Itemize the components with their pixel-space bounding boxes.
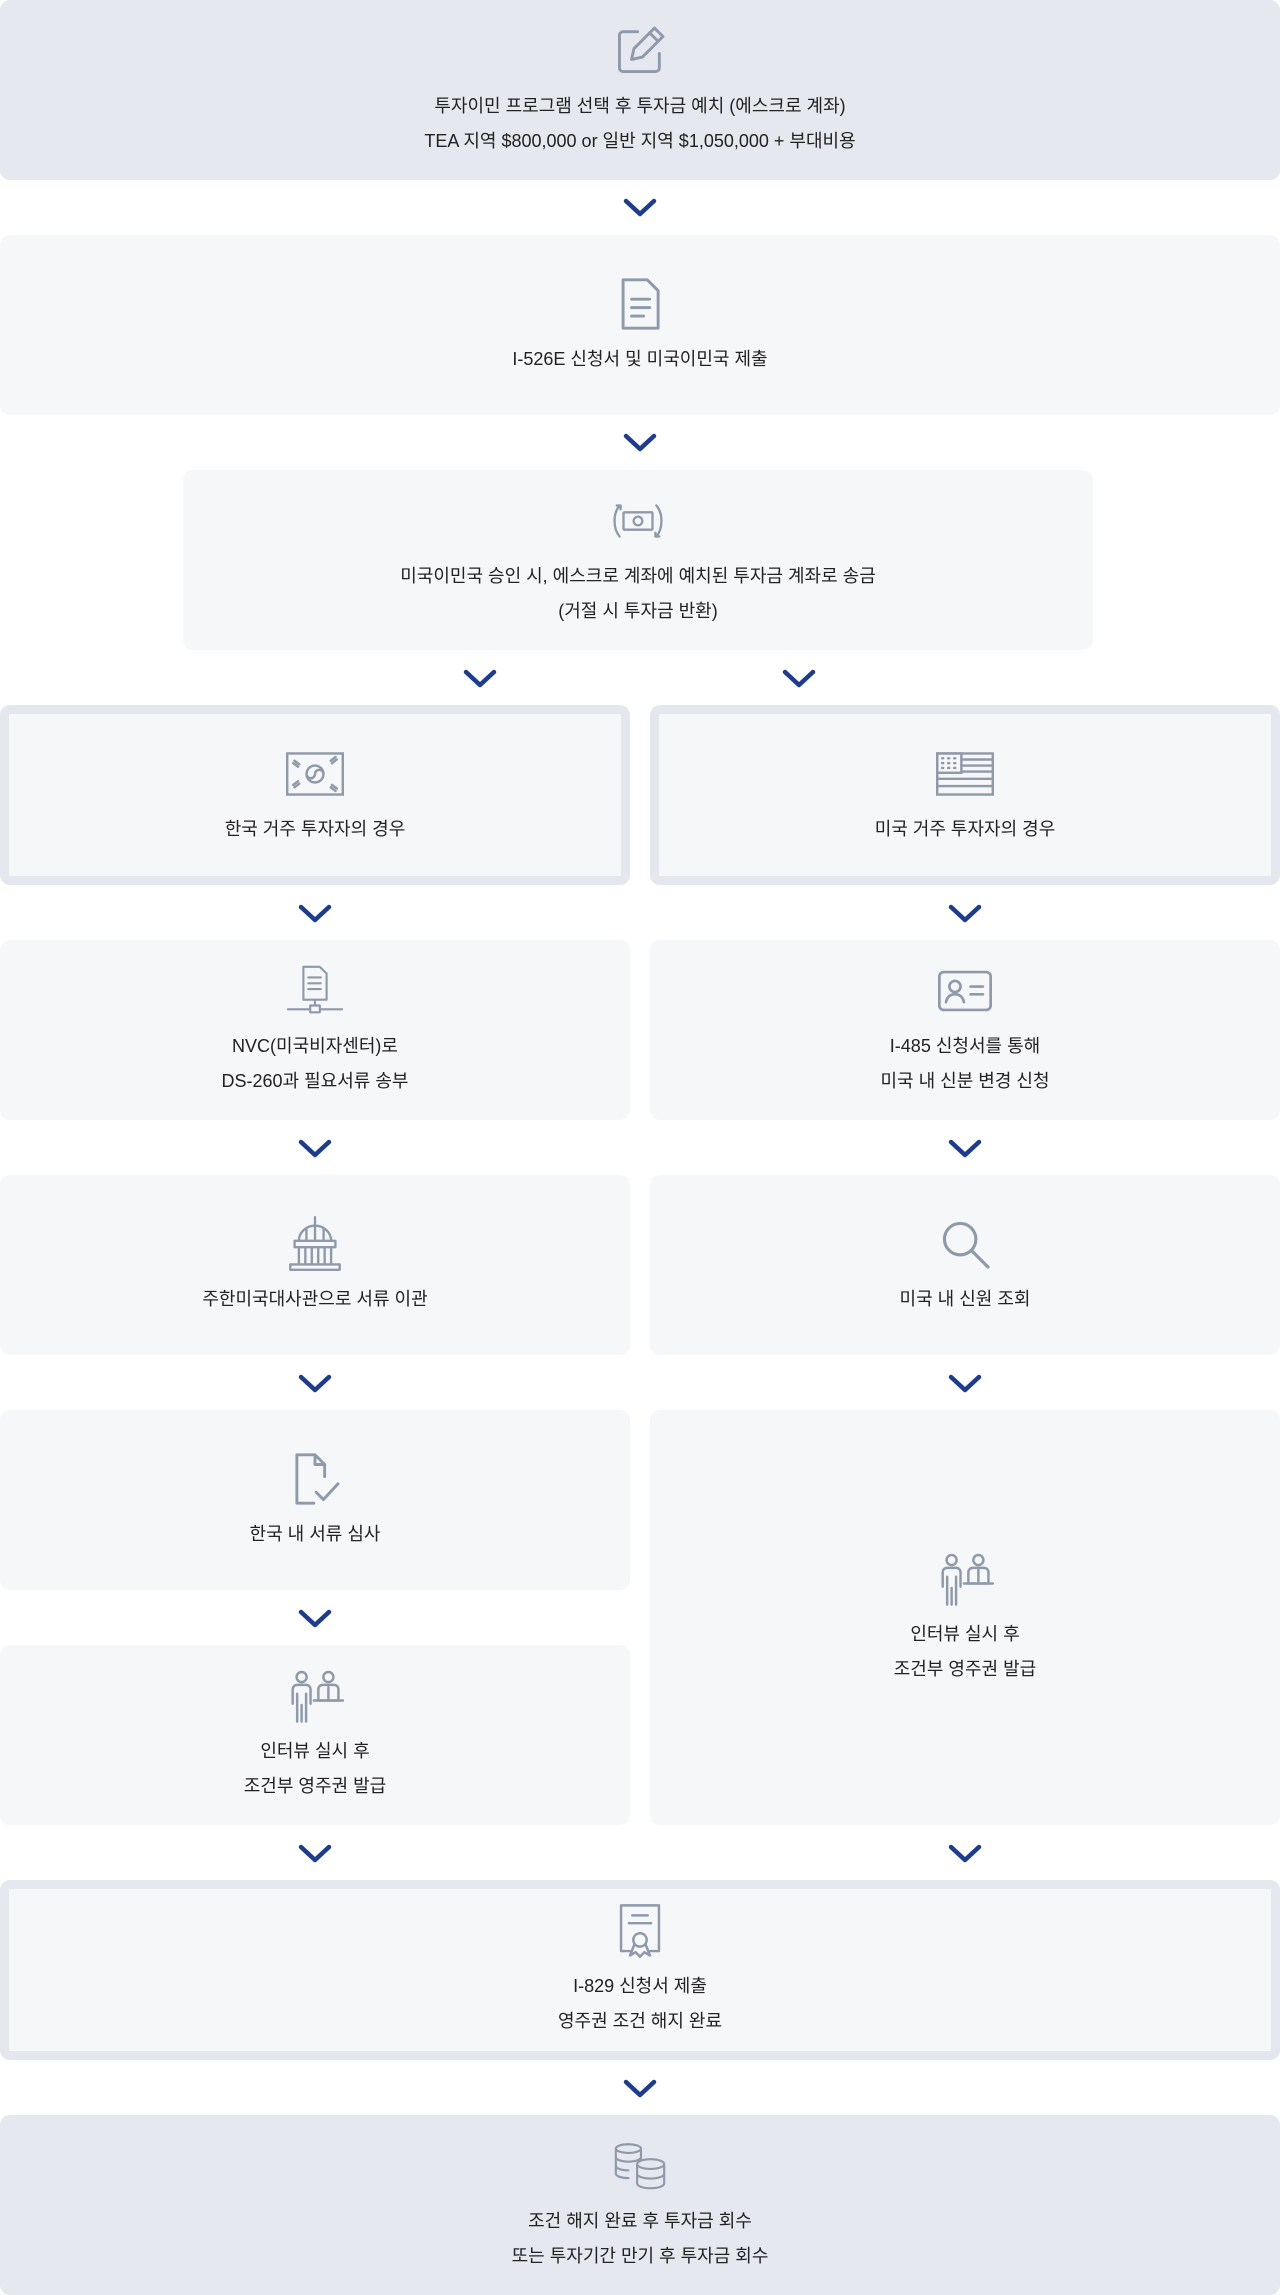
step-recovery-line1: 조건 해지 완료 후 투자금 회수 [528,2211,752,2231]
step-deposit-line1: 투자이민 프로그램 선택 후 투자금 예치 (에스크로 계좌) [434,96,846,116]
arrow-down-icon [622,431,658,455]
arrow-down-icon [462,667,498,691]
arrow-down-icon [947,1842,983,1866]
step-background-check-line1: 미국 내 신원 조회 [899,1288,1031,1309]
step-background-check: 미국 내 신원 조회 [650,1175,1280,1355]
certificate-icon [610,1901,670,1961]
step-interview-kr: 인터뷰 실시 후 조건부 영주권 발급 [0,1645,630,1825]
step-embassy: 주한미국대사관으로 서류 이관 [0,1175,630,1355]
arrow-down-icon [947,902,983,926]
branch-korea-resident-label: 한국 거주 투자자의 경우 [224,818,406,839]
branch-us-resident-label: 미국 거주 투자자의 경우 [874,818,1056,839]
interview-icon [285,1666,345,1726]
arrow-down-icon [297,1607,333,1631]
arrow-down-icon [947,1137,983,1161]
step-interview-us: 인터뷰 실시 후 조건부 영주권 발급 [650,1410,1280,1825]
step-i829: I-829 신청서 제출 영주권 조건 해지 완료 [0,1880,1280,2060]
step-deposit-line2: TEA 지역 $800,000 or 일반 지역 $1,050,000 + 부대… [424,131,856,151]
branch-korea-resident: 한국 거주 투자자의 경우 [0,705,630,885]
embassy-icon [285,1214,345,1274]
step-approval-line2: (거절 시 투자금 반환) [558,601,718,621]
step-interview-kr-line2: 조건부 영주권 발급 [243,1776,387,1796]
arrow-down-icon [297,1372,333,1396]
money-transfer-icon [608,491,668,551]
id-card-icon [935,961,995,1021]
step-nvc: NVC(미국비자센터)로 DS-260과 필요서류 송부 [0,940,630,1120]
step-i526e: I-526E 신청서 및 미국이민국 제출 [0,235,1280,415]
step-interview-kr-line1: 인터뷰 실시 후 [260,1741,370,1761]
step-recovery: 조건 해지 완료 후 투자금 회수 또는 투자기간 만기 후 투자금 회수 [0,2115,1280,2295]
branch-us-resident: 미국 거주 투자자의 경우 [650,705,1280,885]
step-recovery-line2: 또는 투자기간 만기 후 투자금 회수 [511,2246,769,2266]
interview-icon [935,1549,995,1609]
step-i526e-line1: I-526E 신청서 및 미국이민국 제출 [512,348,768,369]
step-i829-line2: 영주권 조건 해지 완료 [557,2011,723,2031]
step-nvc-line2: DS-260과 필요서류 송부 [221,1071,409,1091]
document-icon [610,274,670,334]
arrow-down-icon [297,1137,333,1161]
step-doc-review: 한국 내 서류 심사 [0,1410,630,1590]
step-i829-line1: I-829 신청서 제출 [573,1976,707,1996]
step-i485-line1: I-485 신청서를 통해 [889,1036,1041,1056]
arrow-down-icon [622,196,658,220]
arrow-down-icon [947,1372,983,1396]
arrow-down-icon [297,902,333,926]
us-flag-icon [935,744,995,804]
arrow-down-icon [781,667,817,691]
step-interview-us-line2: 조건부 영주권 발급 [893,1658,1037,1679]
edit-icon [610,21,670,81]
arrow-down-icon [297,1842,333,1866]
document-check-icon [285,1449,345,1509]
step-interview-us-line1: 인터뷰 실시 후 [910,1623,1020,1644]
step-doc-review-line1: 한국 내 서류 심사 [249,1523,381,1544]
step-approval: 미국이민국 승인 시, 에스크로 계좌에 예치된 투자금 계좌로 송금 (거절 … [183,470,1093,650]
step-nvc-line1: NVC(미국비자센터)로 [232,1036,398,1056]
korea-flag-icon [285,744,345,804]
arrow-down-icon [622,2077,658,2101]
step-embassy-line1: 주한미국대사관으로 서류 이관 [202,1288,428,1309]
search-icon [935,1214,995,1274]
step-deposit: 투자이민 프로그램 선택 후 투자금 예치 (에스크로 계좌) TEA 지역 $… [0,0,1280,180]
step-approval-line1: 미국이민국 승인 시, 에스크로 계좌에 예치된 투자금 계좌로 송금 [400,566,876,586]
coins-icon [610,2136,670,2196]
step-i485-line2: 미국 내 신분 변경 신청 [880,1071,1050,1091]
step-i485: I-485 신청서를 통해 미국 내 신분 변경 신청 [650,940,1280,1120]
network-document-icon [285,961,345,1021]
